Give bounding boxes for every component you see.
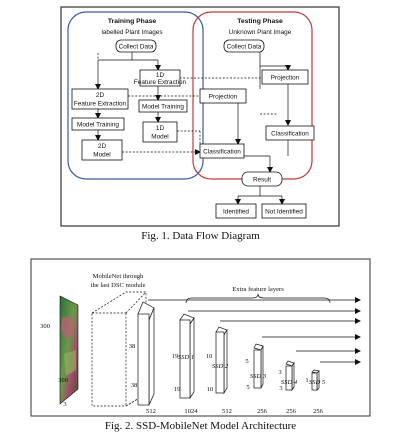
model-1d-line2: Model — [151, 134, 168, 141]
classification-mid-label: Classification — [203, 149, 241, 156]
ssd-layer-3-channels: 256 — [257, 408, 268, 415]
input-channels-label: 3 — [63, 401, 67, 408]
input-plant-image-flower — [61, 316, 74, 340]
ssd-layer-4-dim2: 3 — [279, 385, 283, 392]
classification-right-label: Classification — [271, 131, 309, 138]
testing-phase-title: Testing Phase — [237, 18, 283, 25]
training-phase-title: Training Phase — [108, 18, 157, 25]
mobilenet-label-line2: the last DSC module — [91, 282, 146, 289]
classification-right-box — [265, 125, 315, 141]
data-flow-diagram: Training Phase labelled Plant Images Tes… — [60, 6, 340, 228]
feature-extraction-2d-box — [71, 88, 129, 110]
feature-extraction-1d-line1: 1D — [156, 72, 165, 79]
base-channels-label: 512 — [146, 408, 156, 415]
figure-1-caption: Fig. 1. Data Flow Diagram — [141, 230, 260, 242]
ssd-layer-3-block — [253, 343, 264, 389]
projection-mid-box — [199, 88, 247, 104]
ssd-mobilenet-architecture-diagram: MobileNet through the last DSC module Ex… — [30, 258, 371, 418]
input-plant-image-leaf — [64, 350, 76, 376]
ssd-layer-1-block — [179, 313, 195, 400]
ssd-layer-2-dim2: 10 — [207, 386, 214, 393]
model-training-mid-box — [138, 99, 188, 113]
input-width-label: 300 — [58, 377, 69, 384]
collect-data-testing-label: Collect Data — [227, 44, 262, 51]
model-training-mid-label: Model Training — [142, 104, 184, 111]
base-feature-block — [137, 301, 155, 406]
mobilenet-label-line1: MobileNet through — [93, 273, 144, 280]
ssd-layer-5-dim1: 1 — [305, 377, 308, 384]
identified-box — [215, 203, 257, 219]
ssd-layer-4-block — [285, 360, 295, 392]
not-identified-box — [261, 203, 307, 219]
input-height-label: 300 — [40, 323, 51, 330]
identified-label: Identified — [223, 209, 249, 216]
feature-extraction-1d-box — [139, 69, 181, 87]
model-1d-line1: 1D — [156, 125, 165, 132]
model-training-left-label: Model Training — [77, 122, 119, 129]
ssd-layer-2-dim1: 10 — [206, 353, 213, 360]
model-1d-box — [142, 121, 178, 143]
ssd-layer-4-label: SSD 4 — [281, 379, 298, 386]
ssd-layer-2-label: SSD 2 — [212, 363, 229, 370]
testing-phase-subtitle: Unknown Plant Image — [229, 29, 292, 36]
ssd-layer-3-dim1: 5 — [245, 358, 249, 365]
ssd-layer-2-block — [215, 326, 228, 395]
base-dim2-label: 38 — [131, 382, 138, 389]
ssd-layer-1-channels: 1024 — [184, 408, 198, 415]
extra-layers-brace — [185, 293, 331, 304]
ssd-layer-5-label: SSD 5 — [309, 379, 326, 386]
ssd-layer-2-channels: 512 — [222, 408, 232, 415]
diagram-frame — [60, 6, 340, 227]
collect-data-testing-box — [223, 39, 265, 53]
input-plant-image — [59, 295, 79, 405]
collect-data-training-box — [115, 39, 157, 53]
ssd-layer-3-label: SSD 3 — [250, 373, 267, 380]
extra-feature-layers-label: Extra feature layers — [232, 286, 284, 293]
ssd-layer-5-channels: 256 — [313, 408, 324, 415]
model-2d-line2: Model — [93, 152, 110, 159]
base-dim1-label: 38 — [129, 343, 136, 350]
training-phase-subtitle: labelled Plant Images — [101, 29, 162, 36]
model-2d-line1: 2D — [98, 143, 107, 150]
result-label: Result — [253, 177, 271, 184]
feature-extraction-2d-line1: 2D — [96, 92, 105, 99]
projection-mid-label: Projection — [209, 94, 238, 101]
classification-mid-box — [199, 143, 245, 159]
ssd-layer-1-dim2: 19 — [174, 386, 181, 393]
ssd-layer-1-dim1: 19 — [172, 353, 179, 360]
ssd-layer-3-dim2: 5 — [246, 384, 250, 391]
projection-right-box — [261, 69, 309, 85]
ssd-layer-4-dim1: 3 — [278, 369, 282, 376]
ssd-layer-5-block — [311, 369, 320, 391]
ssd-layer-1-label: SSD 1 — [178, 354, 194, 361]
projection-right-label: Projection — [271, 75, 300, 82]
result-box — [241, 171, 283, 187]
ssd-layer-4-channels: 256 — [286, 408, 297, 415]
figure-2-caption: Fig. 2. SSD-MobileNet Model Architecture — [104, 420, 297, 432]
feature-extraction-2d-line2: Feature Extraction — [74, 101, 127, 108]
feature-extraction-1d-line2: Feature Extraction — [134, 79, 187, 86]
not-identified-label: Not Identified — [265, 209, 303, 216]
model-2d-box — [81, 139, 123, 161]
collect-data-training-label: Collect Data — [119, 44, 154, 51]
architecture-frame — [30, 258, 371, 417]
model-training-left-box — [71, 117, 125, 131]
